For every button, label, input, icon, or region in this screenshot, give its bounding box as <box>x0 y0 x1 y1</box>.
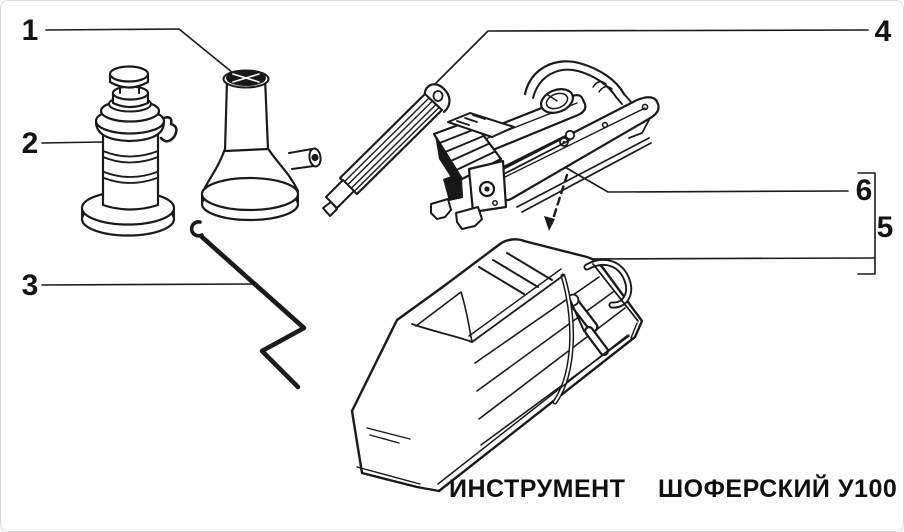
leader-1 <box>45 28 234 74</box>
leader-3 <box>41 283 255 286</box>
bag-lid-stripes <box>478 252 553 295</box>
tool-bag-illustration <box>350 238 644 493</box>
caption-word-shoferskiy: ШОФЕРСКИЙ <box>658 475 831 503</box>
leader-2 <box>41 141 103 144</box>
leader-5-bag <box>565 257 875 260</box>
crank-rod-illustration <box>189 220 307 390</box>
bracket-5 <box>857 172 876 275</box>
callout-5: 5 <box>876 211 894 244</box>
leader-6 <box>562 165 849 193</box>
foot-pump-illustration <box>430 60 660 230</box>
callout-2: 2 <box>21 127 39 160</box>
funnel-illustration <box>200 69 322 222</box>
leader-4 <box>430 29 869 89</box>
leader-lines <box>41 28 876 286</box>
pump-handle-loop <box>523 60 626 96</box>
handle-body <box>338 92 444 196</box>
bag-lid-edge <box>415 291 473 343</box>
funnel-spout <box>288 148 315 170</box>
lever-handle-illustration <box>322 83 451 217</box>
jack-illustration <box>80 65 178 237</box>
callout-4: 4 <box>874 15 892 48</box>
callout-3: 3 <box>21 269 39 302</box>
callout-6: 6 <box>855 174 873 207</box>
callout-1: 1 <box>21 14 39 47</box>
funnel-neck <box>223 76 270 153</box>
caption-code: У100 <box>838 475 898 503</box>
caption-word-instrument: ИНСТРУМЕНТ <box>449 475 626 503</box>
